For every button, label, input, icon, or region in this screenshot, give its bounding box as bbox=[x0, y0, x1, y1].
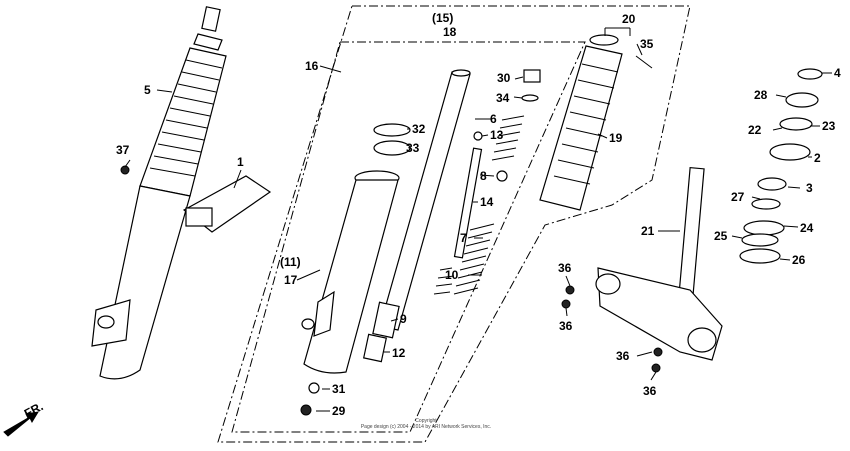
dust-boot-19 bbox=[539, 45, 623, 211]
callout-1: 1 bbox=[237, 155, 244, 169]
clamp-20 bbox=[589, 34, 619, 46]
front-label: FR. bbox=[22, 399, 46, 420]
callout-26: 26 bbox=[792, 253, 806, 267]
callout-13: 13 bbox=[490, 128, 504, 142]
washer-26 bbox=[739, 248, 781, 264]
assembled-fork-leg bbox=[91, 6, 272, 380]
copyright: Copyright Page design (c) 2004 - 2014 by… bbox=[361, 418, 491, 430]
callout-4: 4 bbox=[834, 66, 841, 80]
fork-tube-top bbox=[201, 6, 221, 32]
callout-36c: 36 bbox=[616, 349, 630, 363]
seal-25 bbox=[741, 233, 779, 247]
callout-33: 33 bbox=[406, 141, 420, 155]
copyright-line-2: Page design (c) 2004 - 2014 by ARI Netwo… bbox=[361, 424, 491, 430]
clip-13 bbox=[473, 131, 483, 141]
callout-15: (15) bbox=[432, 11, 453, 25]
callout-35: 35 bbox=[640, 37, 654, 51]
boot-clamp bbox=[193, 33, 223, 51]
inner-tube-16 bbox=[379, 69, 471, 331]
steering-stem-21 bbox=[595, 167, 723, 361]
callout-31: 31 bbox=[332, 382, 346, 396]
piece-12 bbox=[362, 333, 388, 363]
callout-8: 8 bbox=[480, 169, 487, 183]
bolt-29 bbox=[300, 404, 312, 416]
callout-28: 28 bbox=[754, 88, 768, 102]
front-arrow-icon bbox=[3, 411, 39, 437]
bearing-27 bbox=[751, 198, 781, 210]
part-28 bbox=[785, 92, 819, 108]
fork-slider-17 bbox=[301, 170, 400, 374]
bearing-22 bbox=[779, 117, 813, 131]
callout-12: 12 bbox=[392, 346, 406, 360]
bolt-36d bbox=[651, 363, 661, 373]
washer-31 bbox=[308, 382, 320, 394]
bolt-36b bbox=[561, 299, 571, 309]
callout-25: 25 bbox=[714, 229, 728, 243]
callout-18: 18 bbox=[443, 25, 457, 39]
callout-37: 37 bbox=[116, 143, 130, 157]
callout-32: 32 bbox=[412, 122, 426, 136]
bolt-30 bbox=[523, 69, 541, 83]
washer-34 bbox=[521, 94, 539, 102]
callout-36a: 36 bbox=[558, 261, 572, 275]
callout-6: 6 bbox=[490, 112, 497, 126]
callout-20: 20 bbox=[622, 12, 636, 26]
bolt-36a bbox=[565, 285, 575, 295]
nut-4 bbox=[797, 68, 823, 80]
race-3 bbox=[757, 177, 787, 191]
ring-32 bbox=[373, 123, 411, 137]
callout-9: 9 bbox=[400, 312, 407, 326]
callout-11: (11) bbox=[280, 255, 301, 269]
bolt-36c bbox=[653, 347, 663, 357]
callout-27: 27 bbox=[731, 190, 745, 204]
race-24 bbox=[743, 220, 785, 236]
callout-16: 16 bbox=[305, 59, 319, 73]
race-2 bbox=[769, 143, 811, 161]
callout-29: 29 bbox=[332, 404, 346, 418]
callout-labels: 1 2 3 4 5 6 7 8 9 10 (11) 12 13 14 (15) … bbox=[116, 11, 841, 418]
copyright-line-1: Copyright bbox=[415, 418, 437, 424]
callout-36b: 36 bbox=[559, 319, 573, 333]
leader-lines bbox=[124, 27, 832, 412]
callout-14: 14 bbox=[480, 195, 494, 209]
callout-34: 34 bbox=[496, 91, 510, 105]
damper-rod-14 bbox=[453, 147, 483, 259]
piece-8 bbox=[496, 170, 508, 182]
callout-5: 5 bbox=[144, 83, 151, 97]
slider-body bbox=[99, 185, 191, 380]
bushing-9 bbox=[372, 301, 400, 339]
front-indicator: FR. bbox=[3, 399, 46, 437]
callout-2: 2 bbox=[814, 151, 821, 165]
callout-21: 21 bbox=[641, 224, 655, 238]
axle-hole bbox=[97, 315, 115, 329]
bolt-37 bbox=[120, 165, 130, 175]
callout-10: 10 bbox=[445, 268, 459, 282]
callout-19: 19 bbox=[609, 131, 623, 145]
callout-30: 30 bbox=[497, 71, 511, 85]
boot-ribs bbox=[149, 59, 223, 177]
callout-3: 3 bbox=[806, 181, 813, 195]
callout-7: 7 bbox=[460, 231, 467, 245]
outer-assembly-boundary bbox=[217, 5, 691, 443]
callout-17: 17 bbox=[284, 273, 298, 287]
callout-36d: 36 bbox=[643, 384, 657, 398]
callout-23: 23 bbox=[822, 119, 836, 133]
seal-33 bbox=[373, 140, 411, 156]
callout-22: 22 bbox=[748, 123, 762, 137]
spring-10 bbox=[433, 267, 455, 295]
spring-6 bbox=[491, 115, 525, 161]
guide-bracket bbox=[185, 207, 213, 227]
screw-35 bbox=[635, 55, 653, 69]
callout-24: 24 bbox=[800, 221, 814, 235]
